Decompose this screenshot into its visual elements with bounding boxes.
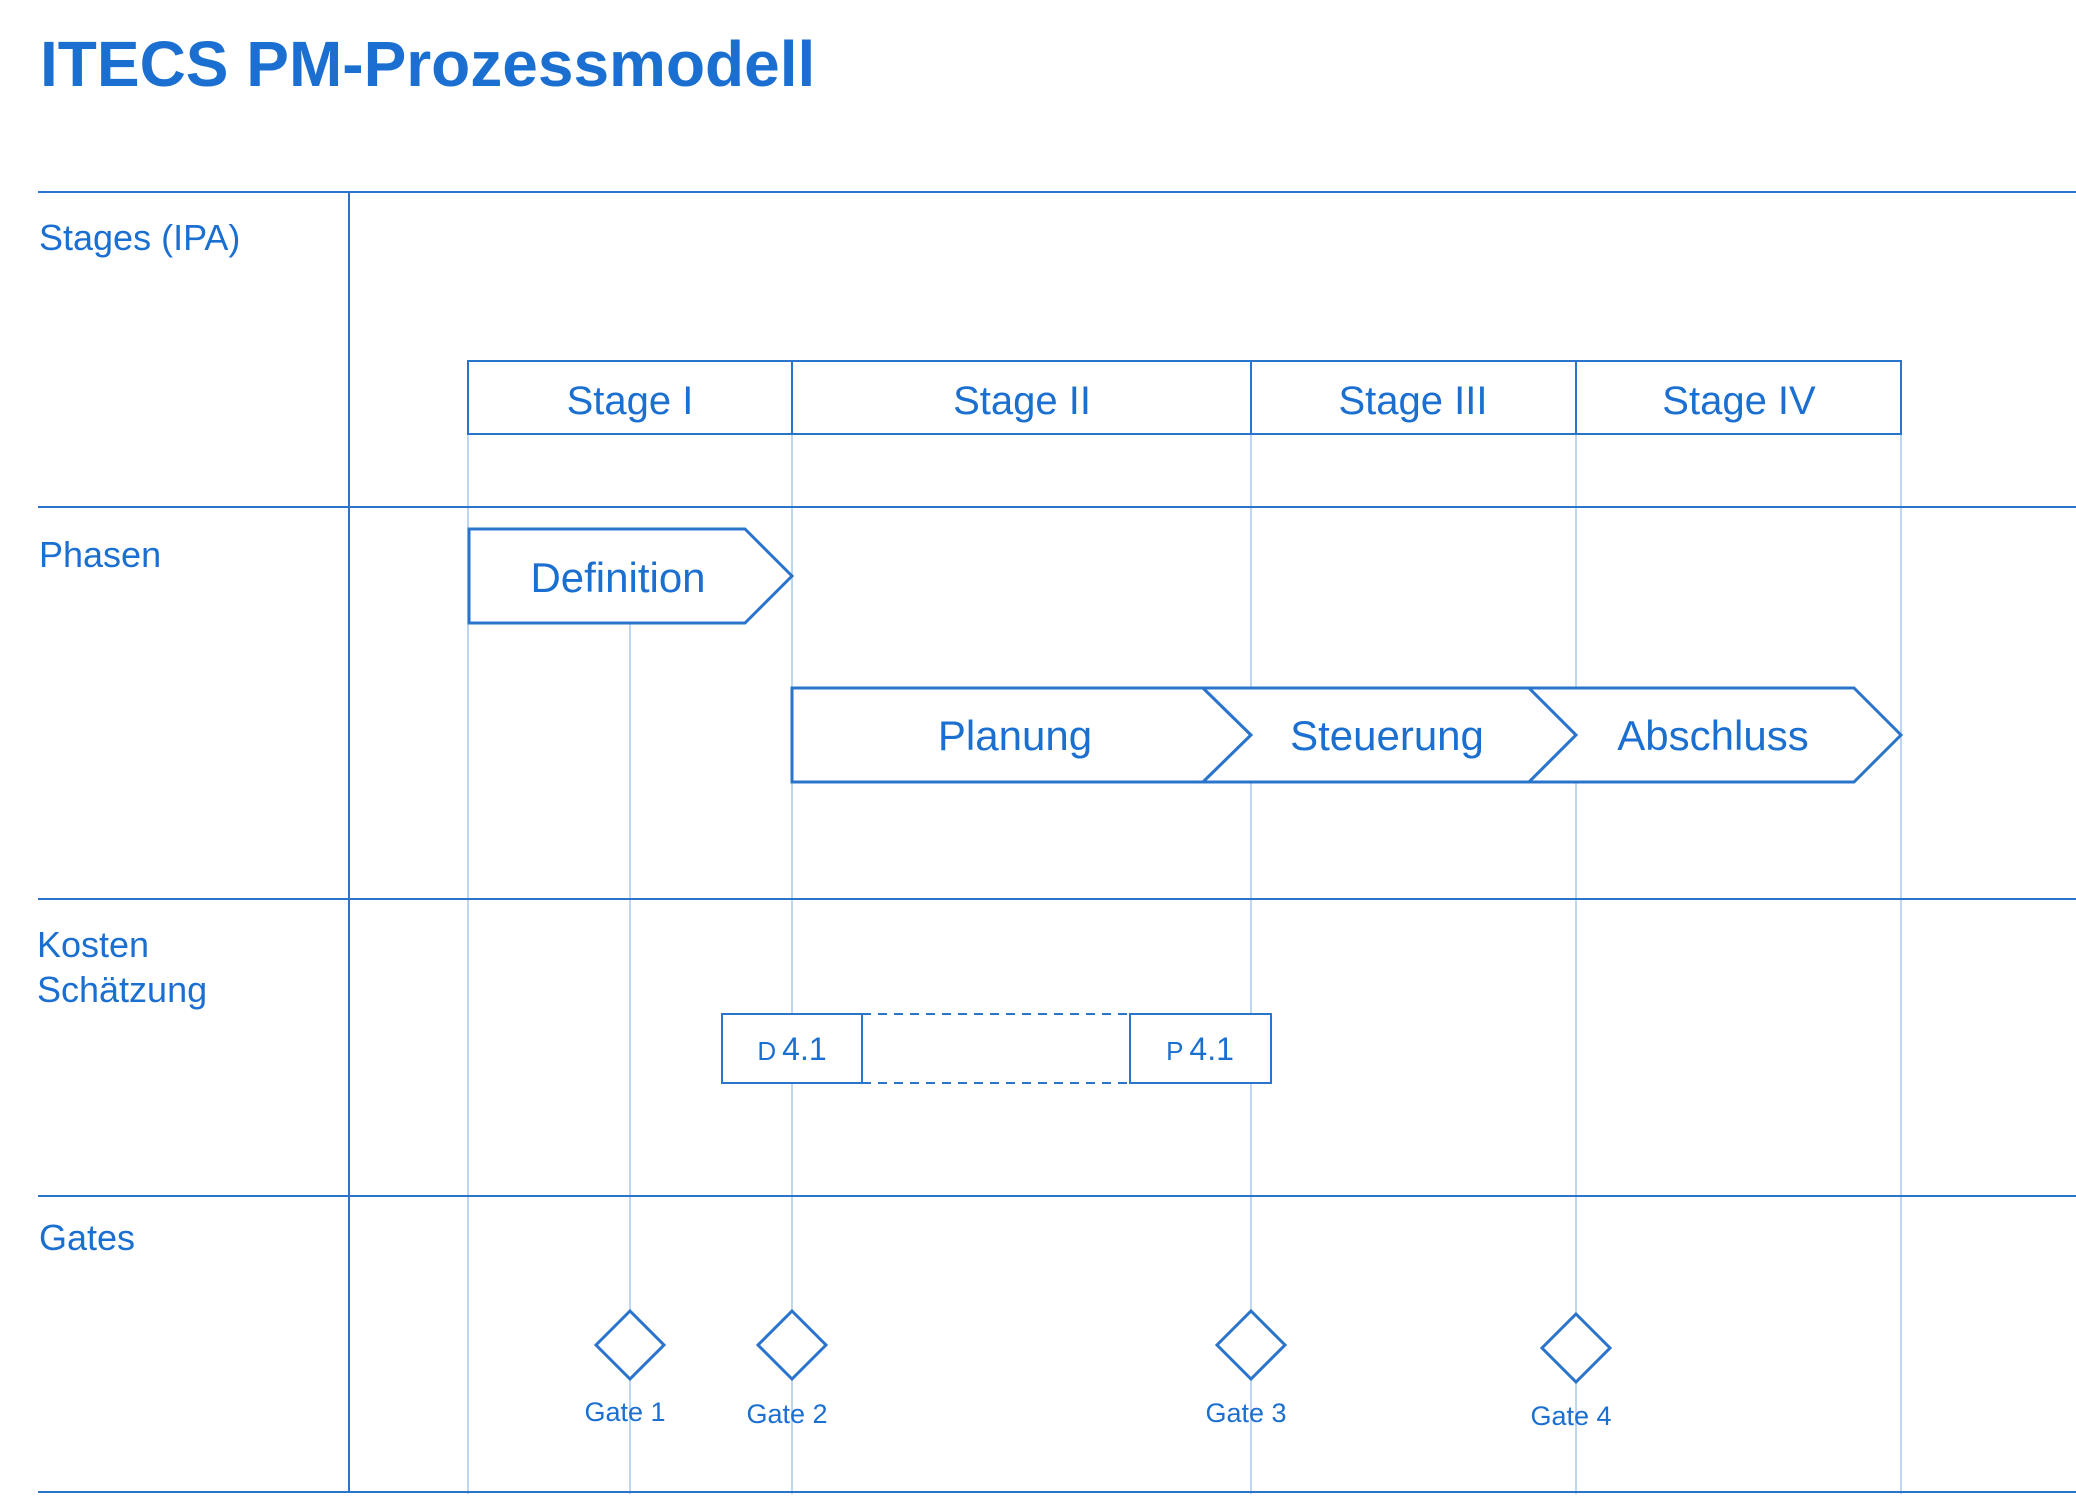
row-label-phases: Phasen — [39, 534, 161, 575]
stage-header: Stage I Stage II Stage III Stage IV — [467, 360, 1902, 435]
page-title: ITECS PM-Prozessmodell — [40, 28, 815, 100]
cost-prefix-p: P — [1166, 1036, 1183, 1066]
row-label-stages: Stages (IPA) — [39, 217, 240, 258]
phase-label-planung: Planung — [938, 712, 1092, 759]
cost-value-p: 4.1 — [1189, 1031, 1233, 1067]
cost-box-p — [1129, 1013, 1272, 1084]
stage-label-2: Stage II — [953, 379, 1091, 423]
stage-box-4 — [1575, 360, 1902, 435]
phase-label-steuerung: Steuerung — [1290, 712, 1484, 759]
row-separators — [38, 191, 2076, 1493]
cost-value-d: 4.1 — [782, 1031, 826, 1067]
stage-label-4: Stage IV — [1662, 379, 1816, 423]
phase-label-abschluss: Abschluss — [1617, 712, 1808, 759]
gate-label-2: Gate 2 — [746, 1399, 827, 1429]
gate-diamond-4 — [1539, 1311, 1613, 1385]
cost-prefix-d: D — [757, 1036, 776, 1066]
phase-arrows — [467, 527, 1904, 784]
gate-diamond-1 — [593, 1308, 667, 1382]
stage-label-1: Stage I — [567, 379, 694, 423]
row-label-costs-line1: Kosten — [37, 924, 149, 965]
cost-box-d — [721, 1013, 863, 1084]
stage-label-3: Stage III — [1339, 379, 1488, 423]
phase-arrow-abschluss — [1525, 686, 1904, 784]
gate-label-4: Gate 4 — [1530, 1401, 1611, 1431]
gate-markers — [593, 1308, 1613, 1385]
row-label-costs-line2: Schätzung — [37, 969, 207, 1010]
stage-guide-lines — [467, 434, 1902, 1494]
phase-arrow-definition — [467, 527, 795, 625]
gate-diamond-3 — [1214, 1308, 1288, 1382]
gate-label-1: Gate 1 — [584, 1397, 665, 1427]
phase-label-definition: Definition — [530, 554, 705, 601]
gate-diamond-2 — [755, 1308, 829, 1382]
row-label-gates: Gates — [39, 1217, 135, 1258]
gate-label-3: Gate 3 — [1205, 1398, 1286, 1428]
